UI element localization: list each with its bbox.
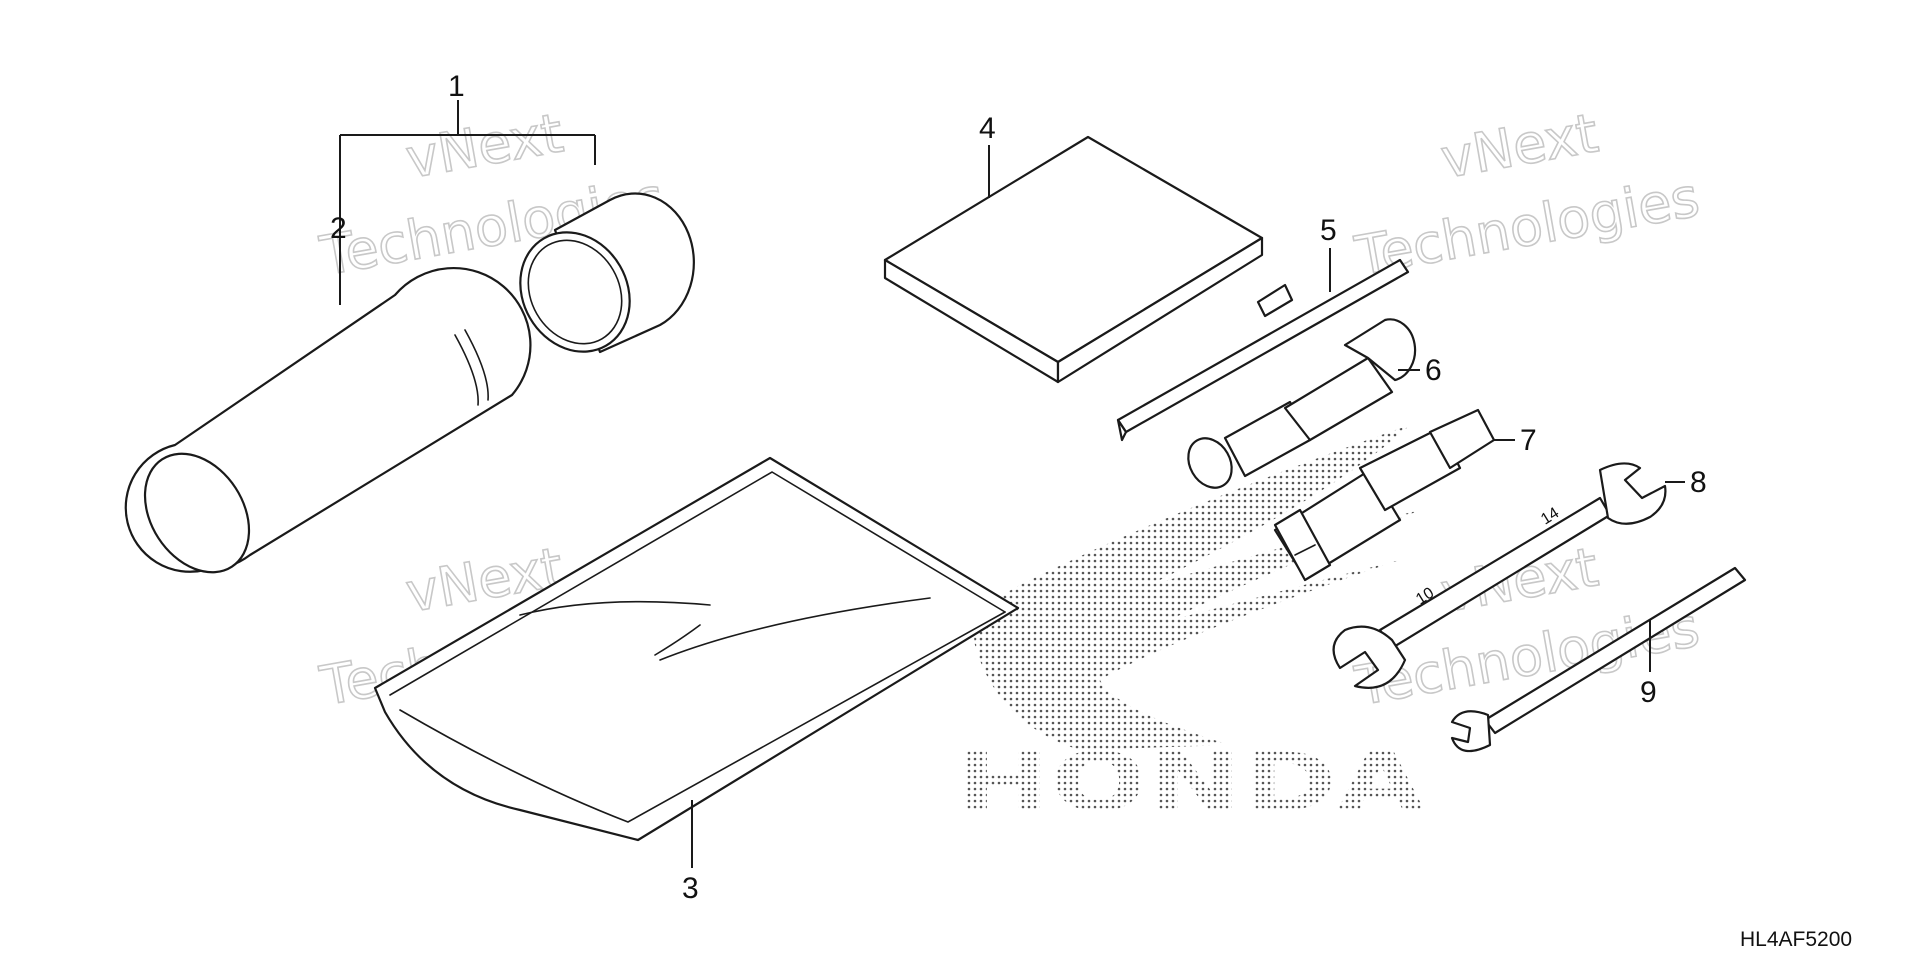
callout-8: 8 bbox=[1690, 466, 1707, 499]
leader-lines bbox=[339, 100, 1685, 868]
callout-labels: 1 2 3 4 5 6 7 8 9 bbox=[330, 70, 1707, 905]
honda-wing-logo: HONDA bbox=[955, 425, 1425, 829]
wrench-size-mark-14: 14 bbox=[1538, 504, 1562, 528]
callout-9: 9 bbox=[1640, 676, 1657, 709]
callout-3: 3 bbox=[682, 872, 699, 905]
part-tool-case-tube[interactable] bbox=[124, 266, 532, 592]
watermark-line1: vNext bbox=[1436, 101, 1602, 190]
callout-5: 5 bbox=[1320, 214, 1337, 247]
callout-7: 7 bbox=[1520, 424, 1537, 457]
callout-4: 4 bbox=[979, 112, 996, 145]
wrench-size-mark-10: 10 bbox=[1413, 584, 1437, 608]
part-pin-spanner[interactable] bbox=[1450, 566, 1747, 753]
leader-1 bbox=[339, 100, 596, 305]
part-document-bag[interactable] bbox=[373, 456, 1020, 842]
watermark-top-right: vNext Technologies bbox=[1350, 101, 1705, 289]
logo-honda-text: HONDA bbox=[955, 736, 1425, 829]
logo-wing-shape bbox=[974, 425, 1420, 750]
part-screwdriver-handle[interactable] bbox=[1180, 318, 1417, 495]
callout-2: 2 bbox=[330, 212, 347, 245]
part-screwdriver-bit[interactable] bbox=[1116, 258, 1410, 442]
diagram-code: HL4AF5200 bbox=[1740, 928, 1852, 951]
watermark-line1: vNext bbox=[401, 101, 567, 190]
part-owners-manual[interactable] bbox=[883, 135, 1264, 384]
callout-6: 6 bbox=[1425, 354, 1442, 387]
part-tool-case-cap[interactable] bbox=[499, 192, 695, 371]
part-spark-plug-wrench[interactable] bbox=[1273, 408, 1496, 582]
part-open-end-wrench-10x14[interactable]: 14 10 bbox=[1332, 462, 1667, 689]
callout-1: 1 bbox=[448, 70, 465, 103]
